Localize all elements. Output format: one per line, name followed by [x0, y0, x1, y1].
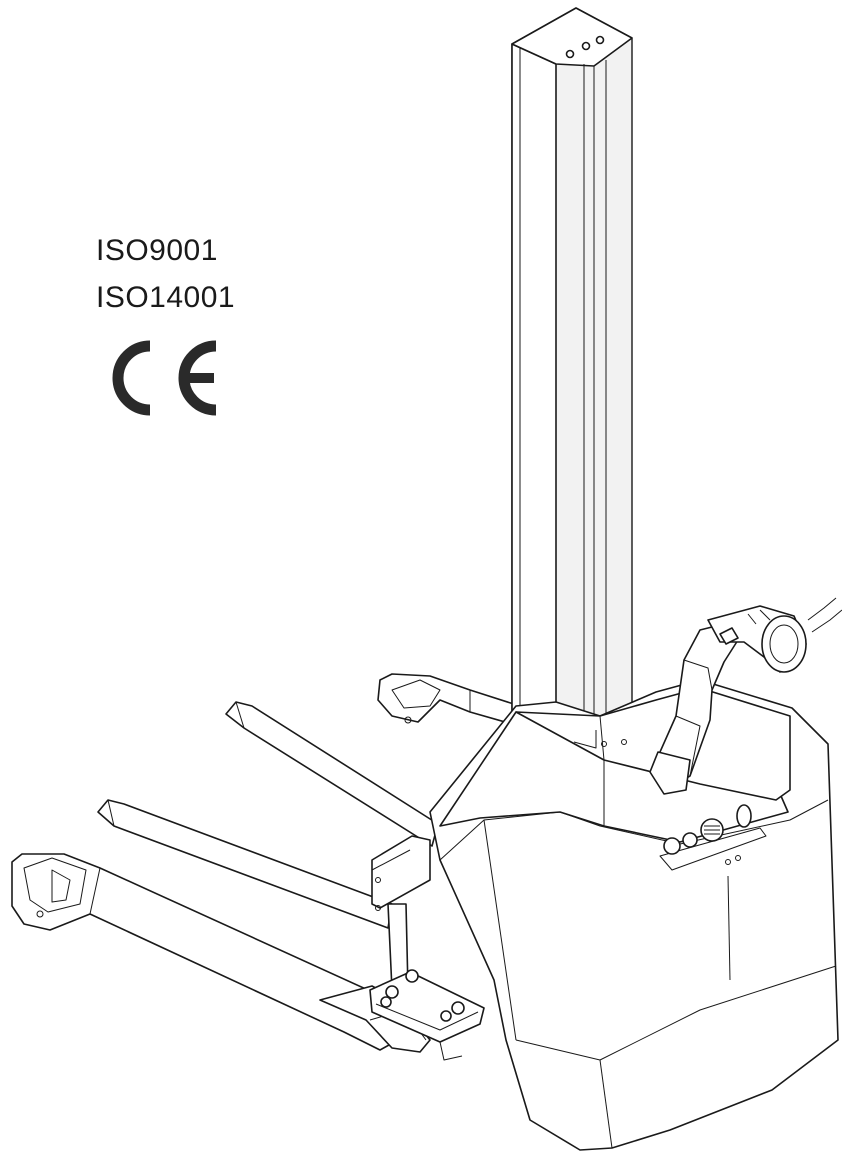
battery-indicator-icon — [682, 832, 698, 848]
iso9001-label: ISO9001 — [96, 234, 218, 267]
upper-fork — [225, 701, 439, 847]
tiller-arm — [649, 597, 842, 795]
mast — [511, 7, 633, 745]
front-support-leg — [11, 853, 431, 1053]
control-panel — [663, 804, 752, 855]
ce-mark-icon — [112, 340, 217, 416]
iso14001-label: ISO14001 — [96, 281, 236, 314]
power-unit — [429, 679, 839, 1151]
fork-carriage — [369, 835, 485, 1061]
horn-button-icon — [736, 804, 752, 828]
rear-fork — [377, 673, 521, 725]
key-switch-icon — [663, 837, 681, 855]
